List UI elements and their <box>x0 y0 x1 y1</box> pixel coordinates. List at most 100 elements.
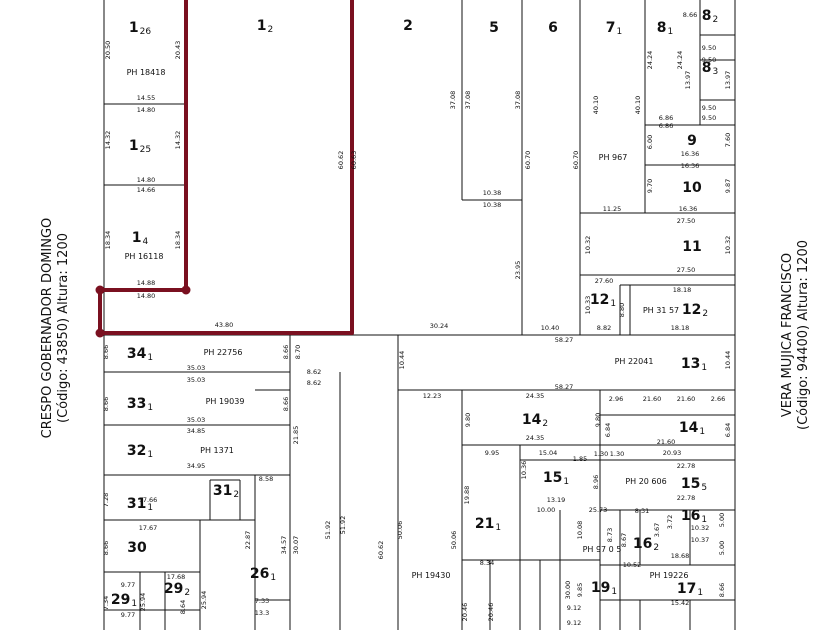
dimension-label: 35.03 <box>187 416 206 424</box>
ph-label: PH 967 <box>599 153 628 162</box>
dimension-label: 17.67 <box>139 524 158 532</box>
dimension-label: 16.36 <box>681 150 700 158</box>
dimension-label: 20.50 <box>104 41 112 60</box>
dimension-label: 14.55 <box>137 94 156 102</box>
lot-13-1-label: 131 <box>681 356 707 373</box>
dimension-label: 9.87 <box>724 179 732 193</box>
dimension-label: 6.00 <box>646 135 654 149</box>
dimension-label: 9.80 <box>464 413 472 427</box>
dimension-label: 8.66 <box>683 11 697 19</box>
dimension-label: 8.66 <box>718 583 726 597</box>
dimension-label: 37.08 <box>514 91 522 110</box>
lot-1-2-label: 12 <box>257 18 273 35</box>
dimension-label: 51.92 <box>339 516 347 535</box>
ph-label: PH 97 0 5 <box>583 545 622 554</box>
dimension-label: 34.85 <box>187 427 206 435</box>
dimension-label: 21.60 <box>643 395 662 403</box>
dimension-label: 5.00 <box>718 541 726 555</box>
dimension-label: 25.73 <box>589 506 608 514</box>
dimension-label: 60.62 <box>377 541 385 560</box>
dimension-label: 25.94 <box>139 593 147 612</box>
dimension-label: 21.85 <box>292 426 300 445</box>
lot-9-label: 9 <box>687 133 697 149</box>
lot-15-1-label: 151 <box>543 470 569 487</box>
dimension-label: 30.24 <box>430 322 449 330</box>
dimension-label: 30.00 <box>564 581 572 600</box>
dimension-label: 13.19 <box>547 496 566 504</box>
dimension-label: 18.34 <box>174 231 182 250</box>
lot-26-1-label: 261 <box>250 566 276 583</box>
dimension-label: 60.62 <box>337 151 345 170</box>
dimension-label: 8.66 <box>282 345 290 359</box>
dimension-label: 15.42 <box>671 599 690 607</box>
dimension-label: 17.68 <box>167 573 186 581</box>
street-label-right: VERA MUJICA FRANCISCO (Código: 94400) Al… <box>780 200 812 470</box>
lot-16-1-label: 161 <box>681 508 707 525</box>
dimension-label: 9.77 <box>121 611 135 619</box>
dimension-label: 10.08 <box>576 521 584 540</box>
dimension-label: 9.12 <box>567 619 581 627</box>
dimension-label: 1.30 <box>594 450 608 458</box>
lot-1-25-label: 125 <box>129 138 151 155</box>
dimension-label: 35.03 <box>187 364 206 372</box>
dimension-label: 60.63 <box>350 151 358 170</box>
lot-14-1-label: 141 <box>679 420 705 437</box>
dimension-label: 21.60 <box>657 438 676 446</box>
dimension-label: 9.70 <box>646 179 654 193</box>
dimension-label: 1.30 <box>610 450 624 458</box>
dimension-label: 10.32 <box>724 236 732 255</box>
dimension-label: 34.95 <box>187 462 206 470</box>
dimension-label: 8.66 <box>102 541 110 555</box>
dimension-label: 10.44 <box>398 351 406 370</box>
lot-14-2-label: 142 <box>522 412 548 429</box>
dimension-label: 3.72 <box>666 515 674 529</box>
lot-5-label: 5 <box>489 20 499 36</box>
dimension-label: 7.28 <box>102 493 110 507</box>
dimension-label: 8.66 <box>102 345 110 359</box>
dimension-label: 8.62 <box>307 379 321 387</box>
dimension-label: 6.84 <box>724 423 732 437</box>
dimension-label: 8.34 <box>480 559 494 567</box>
lot-21-1-label: 211 <box>475 516 501 533</box>
dimension-label: 23.95 <box>514 261 522 280</box>
dimension-label: 58.27 <box>555 336 574 344</box>
dimension-label: 3.67 <box>653 523 661 537</box>
dimension-label: 50.06 <box>396 521 404 540</box>
dimension-label: 7.33 <box>255 597 269 605</box>
dimension-label: 37.08 <box>449 91 457 110</box>
dimension-label: 22.87 <box>244 531 252 550</box>
lot-10-label: 10 <box>682 180 702 196</box>
dimension-label: 16.36 <box>681 162 700 170</box>
dimension-label: 50.06 <box>450 531 458 550</box>
dimension-label: 10.44 <box>724 351 732 370</box>
dimension-label: 25.94 <box>200 591 208 610</box>
lot-1-4-label: 14 <box>132 230 149 247</box>
dimension-label: 17.66 <box>139 496 158 504</box>
dimension-label: 34.57 <box>280 536 288 555</box>
dimension-label: 12.23 <box>423 392 442 400</box>
dimension-label: 9.50 <box>702 104 716 112</box>
dimension-label: 8.66 <box>102 397 110 411</box>
dimension-label: 14.80 <box>137 106 156 114</box>
lot-12-1-label: 121 <box>590 292 616 309</box>
dimension-label: 8.66 <box>282 397 290 411</box>
dimension-label: 9.50 <box>702 56 716 64</box>
ph-label: PH 18418 <box>127 68 166 77</box>
dimension-label: 14.80 <box>137 292 156 300</box>
lot-15-5-label: 155 <box>681 476 707 493</box>
street-name: VERA MUJICA FRANCISCO <box>780 252 795 418</box>
dimension-label: 27.50 <box>677 266 696 274</box>
lot-11-label: 11 <box>682 239 701 255</box>
ph-label: PH 19430 <box>412 571 451 580</box>
dimension-label: 22.78 <box>677 494 696 502</box>
dimension-label: 18.18 <box>673 286 692 294</box>
dimension-label: 40.10 <box>592 96 600 115</box>
dimension-label: 43.80 <box>215 321 234 329</box>
dimension-label: 40.10 <box>634 96 642 115</box>
lot-32-1-label: 321 <box>127 443 153 460</box>
lot-19-1-label: 191 <box>591 580 617 597</box>
dimension-label: 10.36 <box>520 461 528 480</box>
dimension-label: 9.95 <box>485 449 499 457</box>
dimension-label: 11.25 <box>603 205 622 213</box>
